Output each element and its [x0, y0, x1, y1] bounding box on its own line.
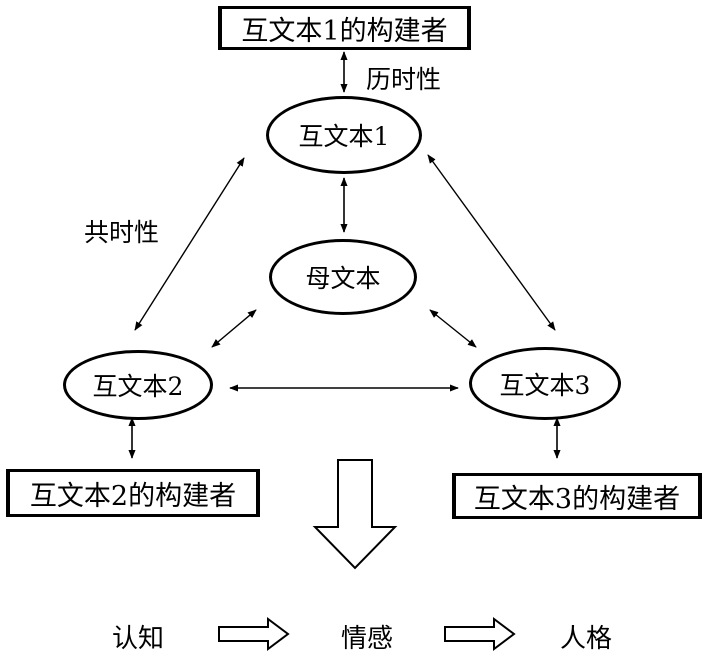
arrow-mother-intertext3: [429, 309, 477, 348]
builder2-box: 互文本2的构建者: [6, 469, 260, 517]
arrow-intertext1-intertext3: [427, 154, 556, 331]
intertext3-node: 互文本3: [469, 347, 621, 420]
builder1-box: 互文本1的构建者: [218, 6, 471, 50]
right-arrow-icon-1: [218, 617, 290, 651]
synchronic-label: 共时性: [84, 218, 160, 247]
cognition-label: 认知: [112, 624, 165, 654]
mother-text-node: 母文本: [269, 239, 417, 315]
builder3-box: 互文本3的构建者: [452, 473, 702, 519]
right-arrow-icon-2: [444, 617, 516, 651]
emotion-label: 情感: [341, 624, 394, 654]
intertext2-node: 互文本2: [63, 350, 213, 420]
intertext1-node: 互文本1: [266, 96, 422, 174]
arrow-mother-intertext2: [211, 309, 257, 348]
personality-label: 人格: [560, 624, 613, 654]
down-arrow-icon: [312, 459, 398, 570]
diachronic-label: 历时性: [366, 65, 442, 94]
arrow-intertext1-intertext2: [134, 157, 245, 331]
